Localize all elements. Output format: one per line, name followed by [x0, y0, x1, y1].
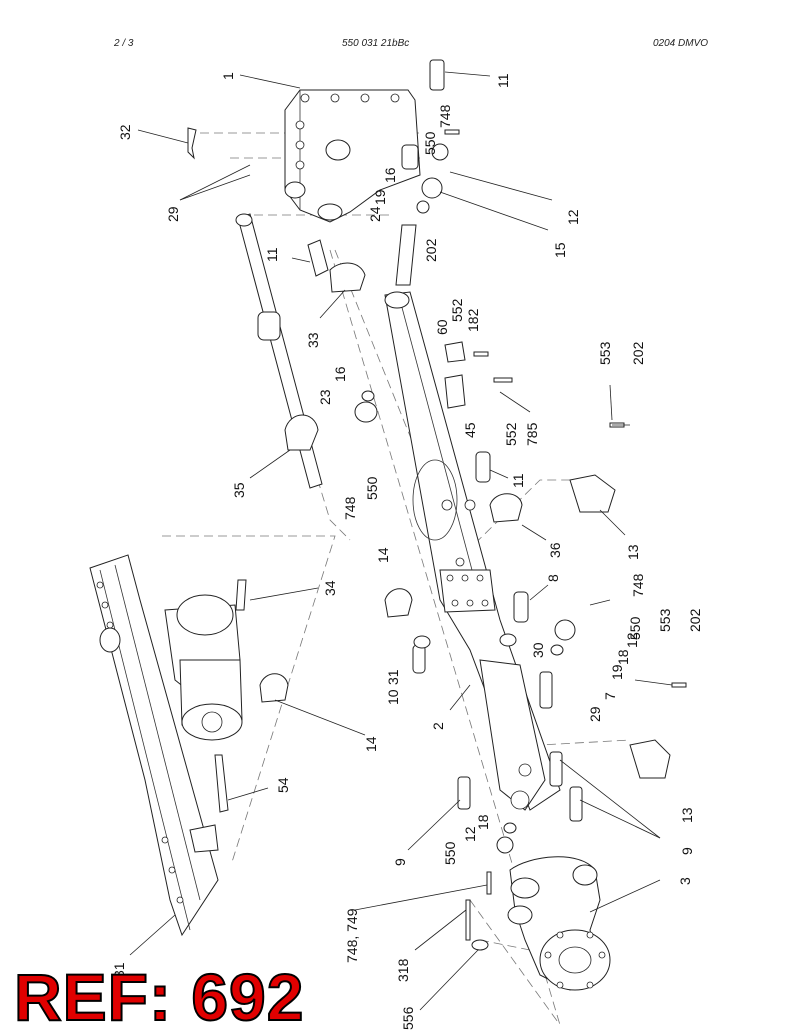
label-45: 45	[462, 422, 478, 438]
drive-shaft	[235, 213, 329, 489]
label-550: 550	[422, 131, 438, 155]
label-1: 1	[220, 72, 236, 80]
label-12: 12	[565, 209, 581, 225]
label-318: 318	[395, 958, 411, 982]
part-labels: 1 11 32 748 550 16 19 24 29 12 202 15 11…	[111, 72, 703, 1030]
label-9b: 9	[392, 858, 408, 866]
label-54: 54	[275, 777, 291, 793]
label-550b: 550	[364, 476, 380, 500]
label-13b: 13	[679, 807, 695, 823]
label-552b: 552	[503, 422, 519, 446]
label-553: 553	[597, 341, 613, 365]
label-23: 23	[317, 389, 333, 405]
label-7: 7	[602, 692, 618, 700]
top-right-parts	[187, 59, 460, 286]
label-18: 18	[615, 649, 631, 665]
label-202: 202	[423, 238, 439, 262]
label-60: 60	[434, 319, 450, 335]
label-14: 14	[375, 547, 391, 563]
label-202b: 202	[630, 341, 646, 365]
label-19: 19	[372, 189, 388, 205]
main-beam	[384, 291, 561, 811]
label-556: 556	[400, 1006, 416, 1030]
label-9: 9	[679, 847, 695, 855]
clamps	[259, 262, 671, 779]
page-number: 2 / 3	[114, 38, 134, 49]
label-12c: 12	[462, 826, 478, 842]
label-550d: 550	[442, 841, 458, 865]
label-36: 36	[547, 542, 563, 558]
label-748-749: 748, 749	[344, 908, 360, 963]
label-34: 34	[322, 580, 338, 596]
label-11b: 11	[264, 247, 280, 262]
label-785: 785	[524, 422, 540, 446]
label-13: 13	[625, 544, 641, 560]
label-748: 748	[437, 104, 453, 128]
label-202c: 202	[687, 608, 703, 632]
label-3: 3	[677, 877, 693, 885]
label-748b: 748	[342, 496, 358, 520]
label-16: 16	[382, 167, 398, 183]
gear-housing	[284, 89, 421, 223]
document-number: 550 031 21bBc	[342, 38, 410, 49]
label-18b: 18	[475, 814, 491, 830]
label-553b: 553	[657, 608, 673, 632]
label-31b: 31	[111, 962, 127, 978]
leader-lines	[129, 71, 673, 1011]
label-14b: 14	[363, 736, 379, 752]
document-code: 0204 DMVO	[653, 38, 709, 49]
bottom-housing	[507, 856, 611, 991]
label-550c: 550	[627, 616, 643, 640]
label-11: 11	[495, 73, 511, 88]
label-182: 182	[465, 308, 481, 332]
label-12b: 12	[624, 632, 640, 648]
reference-badge: REF: 692	[13, 960, 305, 1034]
label-24: 24	[367, 206, 383, 222]
label-32: 32	[117, 124, 133, 140]
label-748c: 748	[630, 573, 646, 597]
label-33: 33	[305, 332, 321, 348]
label-29b: 29	[587, 706, 603, 722]
label-16b: 16	[332, 366, 348, 382]
label-31: 31	[385, 669, 401, 685]
label-30: 30	[530, 642, 546, 658]
label-11c: 11	[510, 473, 526, 488]
label-552: 552	[449, 298, 465, 322]
pins-bushings	[412, 451, 583, 951]
label-2: 2	[430, 722, 446, 730]
left-beam-assembly	[89, 554, 247, 937]
label-35: 35	[231, 482, 247, 498]
label-29: 29	[165, 206, 181, 222]
label-19b: 19	[609, 664, 625, 680]
label-10: 10	[385, 689, 401, 705]
label-8: 8	[545, 574, 561, 582]
label-15: 15	[552, 242, 568, 258]
